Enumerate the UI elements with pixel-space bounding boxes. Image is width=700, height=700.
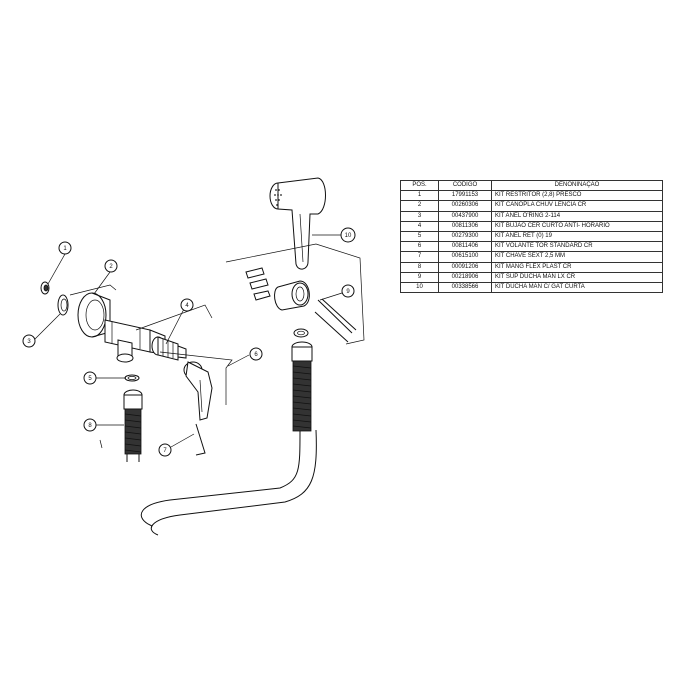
callout-10: 10 <box>340 227 356 243</box>
cell-codigo: 00218906 <box>438 271 492 283</box>
table-row: 1 17991153 KIT RESTRITOR (2,8) PRESCO <box>400 190 663 202</box>
retaining-ring <box>124 374 140 382</box>
oring-part <box>57 294 69 316</box>
table-row: 4 00811306 KIT BUJÃO CER CURTO ANTI- HOR… <box>400 220 663 232</box>
callout-2-label: 2 <box>109 264 113 270</box>
callout-5-label: 5 <box>88 376 92 382</box>
cell-pos: 7 <box>400 251 439 263</box>
callout-7-label: 7 <box>163 448 167 454</box>
callout-10-label: 10 <box>345 233 352 239</box>
cell-denominacao: KIT CANOPLA CHUV LENCIA CR <box>491 200 663 212</box>
header-denominacao: DENONINAÇÃO <box>491 179 663 192</box>
callout-8-label: 8 <box>88 423 92 429</box>
table-row: 10 00338566 KIT DUCHA MAN C/ GAT CURTA <box>400 281 663 294</box>
cell-pos: 6 <box>400 241 439 253</box>
cell-pos: 8 <box>400 261 439 273</box>
bracket-lines <box>69 243 365 449</box>
restritor-part <box>40 281 50 295</box>
shower-support <box>245 267 357 343</box>
callout-5: 5 <box>83 371 97 385</box>
cell-denominacao: KIT ANEL O'RING 2-114 <box>491 210 663 222</box>
cell-denominacao: KIT CHAVE SEXT 2,5 MM <box>491 251 663 263</box>
callout-1: 1 <box>58 241 72 255</box>
cell-codigo: 00811406 <box>438 241 492 253</box>
callout-2: 2 <box>104 259 118 273</box>
cell-denominacao: KIT SUP DUCHA MAN LX CR <box>491 271 663 283</box>
table-row: 7 00615100 KIT CHAVE SEXT 2,5 MM <box>400 251 663 263</box>
callout-3-label: 3 <box>27 339 31 345</box>
callout-6-label: 6 <box>254 352 258 358</box>
callout-9-label: 9 <box>346 289 350 295</box>
cell-denominacao: KIT VOLANTE TOR STANDARD CR <box>491 241 663 253</box>
cell-codigo: 00279300 <box>438 230 492 243</box>
callout-1-label: 1 <box>63 246 67 252</box>
cell-codigo: 00811306 <box>438 220 492 232</box>
cell-codigo: 00338566 <box>438 281 492 294</box>
cell-codigo: 00615100 <box>438 251 492 263</box>
table-row: 3 00437900 KIT ANEL O'RING 2-114 <box>400 210 663 222</box>
cell-codigo: 17991153 <box>438 190 492 202</box>
cell-denominacao: KIT MANG FLEX PLAST CR <box>491 261 663 273</box>
support-washer <box>293 328 309 338</box>
cell-denominacao: KIT BUJÃO CER CURTO ANTI- HORARIO <box>491 220 663 232</box>
cell-denominacao: KIT DUCHA MAN C/ GAT CURTA <box>491 281 663 294</box>
cell-pos: 9 <box>400 271 439 283</box>
ceramic-cartridge <box>151 336 187 361</box>
cell-pos: 3 <box>400 210 439 222</box>
cell-codigo: 00260306 <box>438 200 492 212</box>
header-pos: POS. <box>400 179 439 192</box>
cell-denominacao: KIT RESTRITOR (2,8) PRESCO <box>491 190 663 202</box>
flex-hose-left <box>123 389 143 462</box>
table-row: 5 00279300 KIT ANEL RET (0) 19 <box>400 230 663 243</box>
leader-lines <box>33 234 343 448</box>
table-row: 6 00811406 KIT VOLANTE TOR STANDARD CR <box>400 241 663 253</box>
cell-codigo: 00091206 <box>438 261 492 273</box>
flex-hose-right <box>291 341 313 432</box>
hose-loop <box>140 429 317 536</box>
allen-key <box>195 423 206 456</box>
cell-pos: 1 <box>400 190 439 202</box>
canopla-flange <box>77 292 111 338</box>
callout-4-label: 4 <box>185 303 189 309</box>
cell-denominacao: KIT ANEL RET (0) 19 <box>491 230 663 243</box>
cell-codigo: 00437900 <box>438 210 492 222</box>
cell-pos: 10 <box>400 281 439 294</box>
cell-pos: 2 <box>400 200 439 212</box>
table-row: 2 00260306 KIT CANOPLA CHUV LENCIA CR <box>400 200 663 212</box>
callout-6: 6 <box>249 347 263 361</box>
table-row: 8 00091206 KIT MANG FLEX PLAST CR <box>400 261 663 273</box>
table-row: 9 00218906 KIT SUP DUCHA MAN LX CR <box>400 271 663 283</box>
cell-pos: 5 <box>400 230 439 243</box>
header-codigo: CODIGO <box>438 179 492 192</box>
handle-lever <box>183 361 213 421</box>
hand-shower <box>269 177 326 270</box>
callout-9: 9 <box>341 284 355 298</box>
cell-pos: 4 <box>400 220 439 232</box>
parts-table: POS. CODIGO DENONINAÇÃO 1 17991153 KIT R… <box>400 179 663 294</box>
callout-3: 3 <box>22 334 36 348</box>
callout-8: 8 <box>83 418 97 432</box>
callout-7: 7 <box>158 443 172 457</box>
table-header-row: POS. CODIGO DENONINAÇÃO <box>400 179 663 192</box>
callout-4: 4 <box>180 298 194 312</box>
